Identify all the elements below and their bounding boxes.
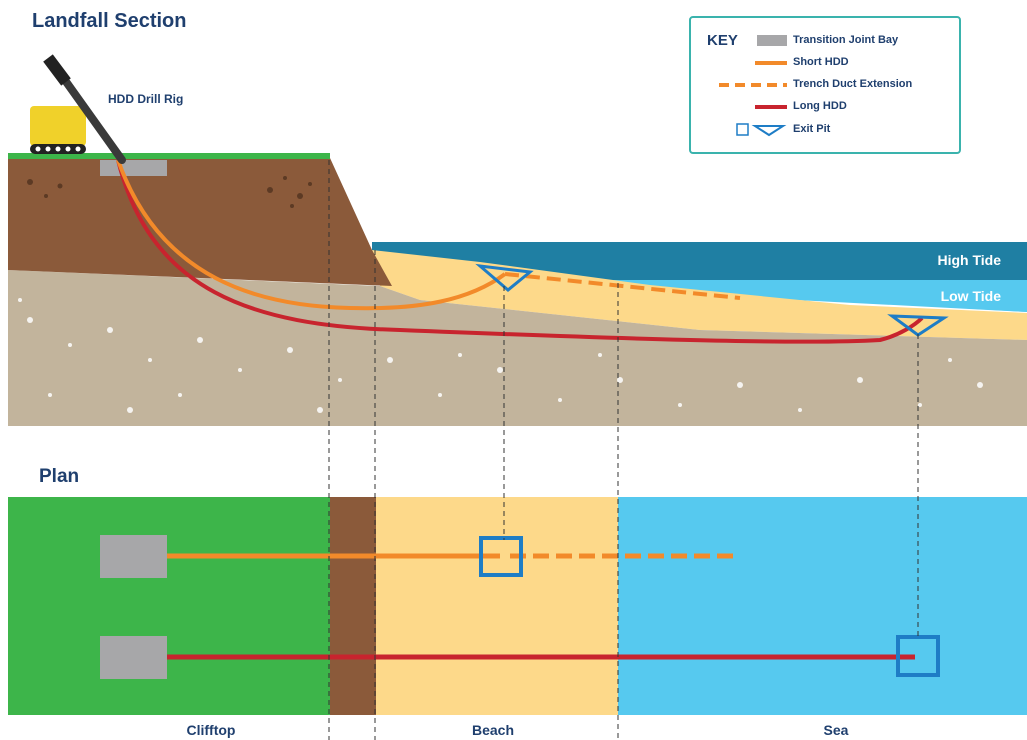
zone-label-sea: Sea [823, 722, 849, 738]
zone-guides [328, 160, 919, 740]
plan-clifftop [8, 497, 330, 715]
key-item-joint-bay: Transition Joint Bay [691, 32, 961, 50]
exit-pit-icons [736, 123, 787, 137]
key-label-long-hdd: Long HDD [793, 100, 847, 112]
joint-bay-section [100, 160, 167, 176]
drill-rig-label: HDD Drill Rig [108, 92, 184, 106]
plan-sea [618, 497, 1027, 715]
zone-label-beach: Beach [471, 722, 515, 738]
clifftop-grass [8, 153, 330, 159]
key-label-joint-bay: Transition Joint Bay [793, 34, 899, 46]
grey-rect-icon [757, 35, 787, 46]
key-label-trench-duct: Trench Duct Extension [793, 78, 913, 90]
plan-beach [376, 497, 618, 715]
long-hdd-section [116, 159, 924, 344]
joint-bay-plan-short [100, 535, 167, 578]
key-item-trench-duct: Trench Duct Extension [691, 76, 961, 94]
exit-pit-plan-beach [479, 536, 523, 577]
key-title: KEY [707, 32, 738, 49]
key-label-exit-pit: Exit Pit [793, 123, 831, 135]
cliff-rock [8, 158, 392, 286]
key-item-long-hdd: Long HDD [691, 98, 961, 116]
exit-pit-section-sea [887, 314, 949, 337]
orange-dashed-line-icon [719, 83, 787, 87]
trench-duct-section [504, 272, 741, 300]
red-line-icon [755, 105, 787, 109]
high-tide-label: High Tide [937, 252, 1001, 268]
key-label-short-hdd: Short HDD [793, 56, 849, 68]
orange-line-icon [755, 61, 787, 65]
plan-cliff [330, 497, 376, 715]
plan-title: Plan [39, 466, 80, 487]
short-hdd-section [116, 159, 507, 311]
low-tide-label: Low Tide [940, 288, 1001, 304]
hdd-drill-rig [30, 54, 126, 164]
key-item-short-hdd: Short HDD [691, 54, 961, 72]
seabed-gravel [8, 270, 1027, 426]
joint-bay-plan-long [100, 636, 167, 679]
key-item-exit-pit: Exit Pit [691, 121, 961, 139]
key-legend: KEY Transition Joint Bay Short HDD Trenc… [689, 16, 961, 154]
exit-pit-plan-sea [896, 635, 940, 677]
section-title: Landfall Section [32, 10, 187, 32]
cliff-texture [27, 176, 312, 208]
zone-label-clifftop: Clifftop [186, 722, 236, 738]
gravel-texture [18, 298, 983, 413]
exit-pit-section-beach [475, 263, 534, 292]
